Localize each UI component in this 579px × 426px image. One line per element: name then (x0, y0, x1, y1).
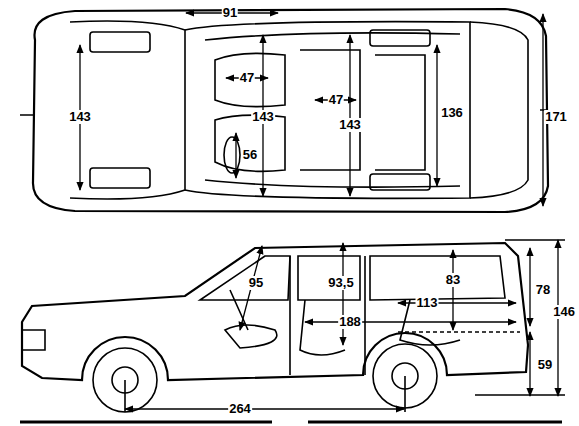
side-view-part (404, 376, 406, 412)
top-view-part (370, 174, 430, 190)
dimension-label: 59 (537, 358, 553, 372)
side-view-part (298, 256, 360, 300)
top-view-part (20, 110, 548, 115)
top-view-part (185, 22, 470, 199)
dimension-label: 264 (228, 402, 252, 416)
top-view-part (300, 50, 360, 170)
dimension-label: 136 (440, 106, 464, 120)
dimension-label: 188 (338, 315, 362, 329)
side-view-part (398, 331, 520, 333)
side-view-part (225, 325, 277, 348)
side-view (22, 240, 565, 412)
side-view-part (475, 394, 565, 396)
dimension-label: 47 (239, 71, 255, 85)
dimension-label: 78 (535, 283, 551, 297)
dimension-lines-part (125, 408, 404, 409)
side-view-part (93, 348, 157, 412)
dimension-label: 113 (416, 296, 439, 310)
dimension-lines-part (305, 321, 516, 322)
dimension-label: 143 (68, 110, 92, 124)
dimension-label: 146 (552, 305, 576, 319)
side-view-part (200, 256, 290, 300)
top-view-part (370, 30, 430, 46)
base-bars-part (308, 421, 562, 424)
base-bars (20, 421, 562, 424)
dimension-lines (80, 13, 558, 409)
side-view-part (230, 290, 345, 355)
side-view-part (290, 256, 365, 375)
side-view-part (505, 239, 565, 241)
top-view-part (205, 33, 460, 187)
dimension-label: 83 (445, 273, 461, 287)
side-view-part (124, 380, 126, 412)
dimension-lines-part (342, 243, 343, 345)
side-view-part (370, 256, 505, 300)
side-view-part (22, 243, 528, 380)
top-view-part (224, 137, 240, 173)
dimension-label: 143 (338, 118, 362, 132)
dimension-lines-part (436, 45, 437, 186)
dimension-label: 143 (251, 110, 275, 124)
dimension-label: 171 (544, 110, 568, 124)
top-view-part (215, 53, 285, 106)
dimension-lines-part (235, 133, 236, 178)
dimension-lines-part (529, 332, 530, 396)
top-view-part (90, 168, 150, 188)
dimension-lines-part (349, 35, 350, 196)
top-view-part (470, 22, 528, 198)
top-view-part (33, 9, 548, 212)
dimension-label: 93,5 (327, 276, 354, 290)
dimension-label: 91 (222, 6, 238, 20)
top-view-part (90, 32, 150, 52)
dimension-label: 95 (248, 276, 264, 290)
dimension-label: 47 (328, 93, 344, 107)
top-view (20, 9, 548, 212)
base-bars-part (20, 421, 272, 424)
dimension-lines-part (529, 248, 530, 326)
dimension-lines-part (452, 250, 453, 330)
dimension-label: 56 (242, 148, 258, 162)
top-view-part (375, 55, 425, 170)
side-view-part (22, 330, 45, 350)
